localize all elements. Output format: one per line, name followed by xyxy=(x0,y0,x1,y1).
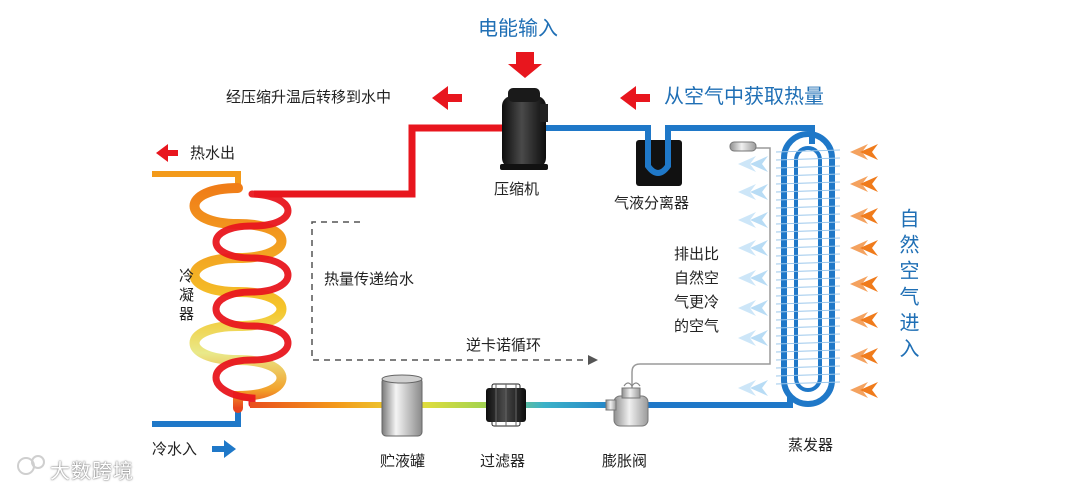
exhaust-air-arrow xyxy=(738,380,756,396)
expansion-valve xyxy=(605,382,649,427)
exhaust-air-line: 自然空 xyxy=(674,269,720,287)
exhaust-air-arrow xyxy=(738,184,756,200)
condenser-coil xyxy=(189,183,287,413)
incoming-air-arrow xyxy=(850,208,868,224)
hot-water-out-label: 热水出 xyxy=(190,144,236,162)
suction-line-to-compressor xyxy=(544,125,651,150)
gas-liquid-separator xyxy=(636,140,682,186)
incoming-air-arrow xyxy=(860,276,878,292)
compressor xyxy=(500,88,548,170)
exhaust-air-label: 排出比 自然空 气更冷 的空气 xyxy=(674,242,719,338)
incoming-air-arrow xyxy=(850,348,868,364)
exhaust-air-line: 排出比 xyxy=(674,245,720,263)
exhaust-air-arrow xyxy=(750,380,768,396)
incoming-air-arrow xyxy=(860,240,878,256)
exhaust-air-arrow xyxy=(750,330,768,346)
sensing-bulb xyxy=(729,141,757,152)
incoming-air-arrow xyxy=(860,208,878,224)
heat-transfer-dashed-path xyxy=(311,221,590,361)
evaporator-coil xyxy=(781,131,835,407)
exhaust-air-arrow xyxy=(738,300,756,316)
incoming-air-arrow xyxy=(850,276,868,292)
exhaust-air-arrow xyxy=(750,212,768,228)
condenser-coil-hot-loop xyxy=(212,190,292,408)
cold-water-in-arrow xyxy=(212,440,236,458)
incoming-air-arrow xyxy=(850,144,868,160)
incoming-air-arrow xyxy=(860,382,878,398)
incoming-air-arrow xyxy=(850,312,868,328)
condenser-label: 冷凝器 xyxy=(177,268,195,325)
reverse-carnot-label: 逆卡诺循环 xyxy=(466,336,542,354)
heat-from-air-arrow xyxy=(620,86,650,110)
incoming-air-arrow xyxy=(860,176,878,192)
compressed-heat-label: 经压缩升温后转移到水中 xyxy=(226,88,392,106)
exhaust-air-arrow xyxy=(738,156,756,172)
incoming-air-arrow xyxy=(850,176,868,192)
incoming-air-arrow xyxy=(850,240,868,256)
exhaust-air-arrow xyxy=(750,270,768,286)
liquid-line-to-evaporator xyxy=(628,396,793,408)
exhaust-air-arrow xyxy=(750,156,768,172)
capillary-tube xyxy=(631,147,771,396)
watermark-logo-icon xyxy=(17,455,45,475)
cold-water-in-pipe xyxy=(152,408,241,427)
evaporator-fins xyxy=(775,149,841,385)
incoming-air-arrow xyxy=(860,144,878,160)
exhaust-air-line: 的空气 xyxy=(674,317,720,335)
compressed-heat-arrow xyxy=(432,86,462,110)
expansion-valve-label: 膨胀阀 xyxy=(602,452,648,470)
receiver-label: 贮液罐 xyxy=(380,452,426,470)
energy-input-label: 电能输入 xyxy=(478,16,558,40)
incoming-air-arrow xyxy=(850,382,868,398)
incoming-air-arrow xyxy=(860,312,878,328)
filter-label: 过滤器 xyxy=(480,452,526,470)
hot-water-out-arrow xyxy=(156,144,178,162)
heat-from-air-label: 从空气中获取热量 xyxy=(664,84,824,108)
watermark-text: 大数跨境 xyxy=(50,459,134,483)
exhaust-air-arrow xyxy=(738,270,756,286)
hot-refrigerant-line xyxy=(254,124,508,198)
exhaust-air-arrow xyxy=(750,240,768,256)
cold-water-in-label: 冷水入 xyxy=(152,440,198,458)
heat-transfer-label: 热量传递给水 xyxy=(324,270,415,288)
exhaust-air-line: 气更冷 xyxy=(674,293,720,311)
power-input-arrow xyxy=(508,52,542,78)
exhaust-air-arrow xyxy=(750,184,768,200)
dashed-arrow-head xyxy=(588,355,598,365)
natural-air-in-label: 自然空气进入 xyxy=(896,208,920,364)
filter xyxy=(486,383,526,427)
exhaust-air-arrows xyxy=(738,156,768,396)
exhaust-air-arrow xyxy=(738,240,756,256)
separator-label: 气液分离器 xyxy=(614,194,690,212)
liquid-receiver-tank xyxy=(381,374,423,437)
incoming-air-arrows xyxy=(850,144,878,398)
compressor-label: 压缩机 xyxy=(494,180,540,198)
exhaust-air-arrow xyxy=(750,300,768,316)
evaporator-label: 蒸发器 xyxy=(788,436,834,454)
exhaust-air-arrow xyxy=(738,212,756,228)
incoming-air-arrow xyxy=(860,348,878,364)
exhaust-air-arrow xyxy=(738,330,756,346)
